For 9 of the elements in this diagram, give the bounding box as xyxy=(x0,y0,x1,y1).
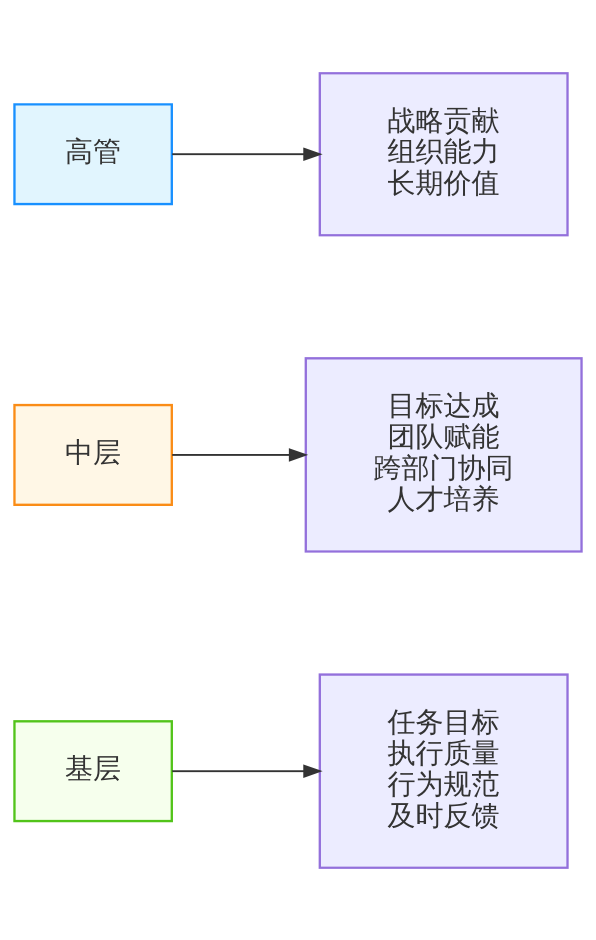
node-box: 战略贡献 组织能力 长期价值 xyxy=(318,72,569,236)
arrow xyxy=(172,146,323,161)
node-box: 目标达成 团队赋能 跨部门协同 人才培养 xyxy=(304,356,583,552)
arrow xyxy=(172,448,308,462)
node-box: 中层 xyxy=(13,403,173,506)
node-box: 任务目标 执行质量 行为规范 及时反馈 xyxy=(318,672,569,868)
arrow xyxy=(172,764,323,778)
node-box: 基层 xyxy=(13,720,173,822)
node-box: 高管 xyxy=(13,102,173,205)
